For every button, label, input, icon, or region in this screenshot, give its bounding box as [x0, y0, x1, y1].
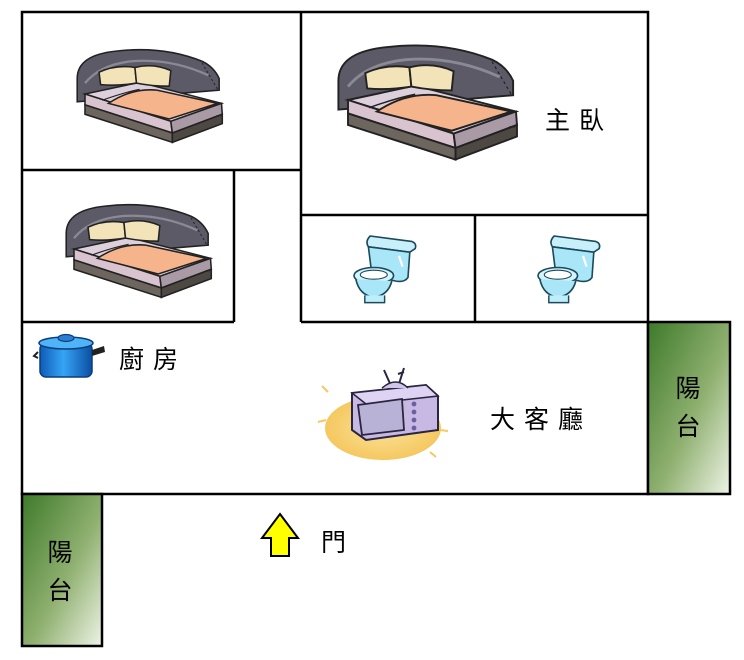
- television-icon: [317, 367, 449, 460]
- balcony-left-label-char: 陽: [47, 538, 73, 567]
- cooking-pot-icon: [32, 333, 105, 378]
- apartment-outline: [20, 10, 650, 496]
- living-room-label: 大客廳: [490, 405, 593, 434]
- balcony-left: [20, 492, 104, 648]
- balcony-right-label-char: 台: [675, 412, 701, 441]
- balcony-left-label-char: 台: [47, 576, 73, 605]
- balcony-right-label-char: 陽: [675, 374, 701, 403]
- toilet-icon: [352, 234, 417, 304]
- bed-icon: [65, 203, 213, 299]
- balcony-right: [646, 320, 732, 496]
- master-bedroom-label: 主臥: [545, 106, 614, 135]
- kitchen-label: 廚房: [119, 345, 188, 374]
- up-arrow-icon: [260, 512, 300, 557]
- balcony-right-label: 陽 台: [668, 370, 708, 446]
- door-label: 門: [321, 528, 356, 557]
- bed-icon: [76, 48, 224, 144]
- toilet-icon: [536, 234, 601, 304]
- bed-icon: [336, 44, 519, 161]
- balcony-left-label: 陽 台: [40, 534, 80, 610]
- walls: [20, 10, 650, 496]
